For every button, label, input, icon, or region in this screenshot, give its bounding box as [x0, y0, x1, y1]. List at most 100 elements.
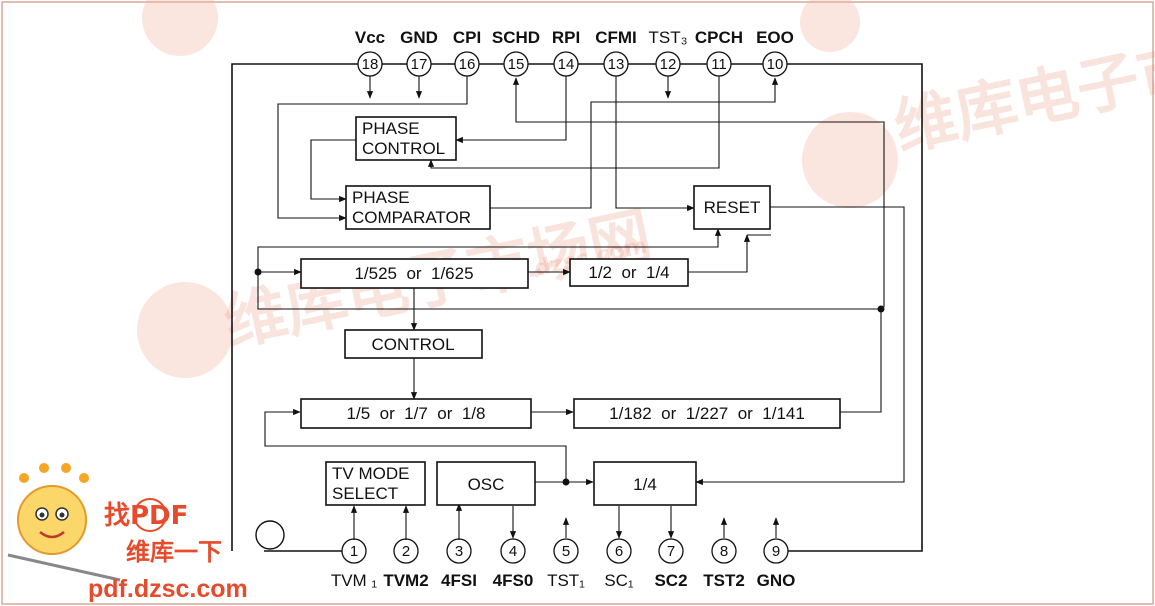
pin-label: TST2 [703, 571, 745, 590]
block-phase-control: PHASE CONTROL [355, 116, 457, 161]
phase-comparator-line1: PHASE [352, 188, 410, 207]
top-pin-11: 11 CPCH [695, 28, 743, 77]
pin-label: SCHD [492, 28, 540, 47]
pin-number: 3 [455, 543, 463, 560]
pin-label: 4FSI [441, 571, 477, 590]
block-tv-mode-select: TV MODE SELECT [325, 461, 426, 506]
pin-number: 13 [608, 56, 625, 73]
pin-number: 9 [772, 543, 780, 560]
div-525-label: 1/525 or 1/625 [354, 264, 473, 283]
tv-mode-line2: SELECT [332, 484, 398, 503]
pin1-index-mark [255, 520, 285, 550]
pin-number: 5 [562, 543, 570, 560]
pin-label: TVM2 [383, 571, 428, 590]
pin-label: TST₁ [547, 571, 585, 590]
pin-label: RPI [552, 28, 580, 47]
logo-line2: 维库一下 [126, 538, 222, 566]
logo-line1: 找PDF [104, 501, 188, 531]
top-pin-14: 14 RPI [552, 28, 580, 77]
pin-number: 18 [362, 56, 379, 73]
pin-circle [762, 51, 788, 77]
pin-label: 4FS0 [493, 571, 534, 590]
connections [254, 76, 905, 540]
top-pin-15: 15 SCHD [492, 28, 540, 77]
block-div-182-227-141: 1/182 or 1/227 or 1/141 [573, 398, 841, 429]
pin-label: GND [400, 28, 438, 47]
bottom-pin-3: 3 4FSI [441, 538, 477, 590]
pin-number: 11 [711, 56, 727, 73]
pin-number: 15 [508, 56, 525, 73]
div-2-4-label: 1/2 or 1/4 [588, 263, 669, 282]
pin-number: 14 [558, 56, 575, 73]
block-div-525-625: 1/525 or 1/625 [300, 258, 529, 289]
top-pin-12: 12 TST₃ [648, 28, 688, 77]
block-reset: RESET [693, 185, 771, 230]
pin-number: 1 [350, 543, 358, 560]
pin-circle [503, 51, 529, 77]
osc-label: OSC [468, 475, 505, 494]
block-control: CONTROL [344, 329, 483, 359]
bottom-pin-4: 4 4FS0 [493, 538, 534, 590]
reset-label: RESET [704, 198, 761, 217]
top-pin-10: 10 EOO [756, 28, 794, 77]
pin-circle [606, 538, 632, 564]
block-osc: OSC [436, 461, 536, 506]
div-5-7-8-label: 1/5 or 1/7 or 1/8 [347, 404, 486, 423]
pin-number: 6 [615, 543, 623, 560]
pin-label: TST₃ [648, 28, 687, 47]
logo-url: pdf.dzsc.com [88, 575, 248, 603]
top-pin-row: 18 Vcc 17 GND 16 CPI 15 SCHD 14 RPI 13 CFMI 12 TST₃ 11… [355, 28, 794, 77]
pin-label: GNO [757, 571, 796, 590]
pin-label: CFMI [595, 28, 637, 47]
pin-circle [500, 538, 526, 564]
pin-circle [711, 538, 737, 564]
pin-circle [763, 538, 789, 564]
pin-label: CPCH [695, 28, 743, 47]
pin-number: 16 [459, 56, 476, 73]
pin-number: 8 [720, 543, 728, 560]
pin-number: 12 [660, 56, 677, 73]
tv-mode-line1: TV MODE [332, 464, 409, 483]
pin-label: Vcc [355, 28, 385, 47]
block-div-5-7-8: 1/5 or 1/7 or 1/8 [300, 398, 532, 429]
pin-number: 7 [667, 543, 675, 560]
pin-number: 10 [767, 56, 784, 73]
div-4-label: 1/4 [633, 475, 657, 494]
top-pin-17: 17 GND [400, 28, 438, 77]
pin-label: SC2 [654, 571, 687, 590]
pin-circle [553, 538, 579, 564]
pin-number: 4 [509, 543, 517, 560]
watermark: 维库电子市场网 维库电子市场网 www.dzsc.com [137, 0, 1155, 378]
top-pin-18: 18 Vcc [355, 28, 385, 77]
div-182-label: 1/182 or 1/227 or 1/141 [609, 404, 805, 423]
pin-label: SC₁ [604, 571, 634, 590]
pin-number: 2 [402, 543, 410, 560]
pin-label: CPI [453, 28, 481, 47]
pdf-logo: 找PDF 维库一下 pdf.dzsc.com [7, 463, 248, 603]
phase-comparator-line2: COMPARATOR [352, 208, 471, 227]
pin-number: 17 [411, 56, 428, 73]
block-div-2-4: 1/2 or 1/4 [569, 258, 689, 287]
block-phase-comparator: PHASE COMPARATOR [345, 185, 491, 230]
control-label: CONTROL [371, 335, 454, 354]
phase-control-line1: PHASE [362, 119, 420, 138]
pin-label: TVM ₁ [331, 571, 378, 590]
block-div-4: 1/4 [593, 461, 697, 506]
pin-label: EOO [756, 28, 794, 47]
watermark-text-cn: 维库电子市场网 [888, 3, 1155, 165]
ic-outline [231, 63, 923, 552]
phase-control-line2: CONTROL [362, 139, 445, 158]
top-pin-13: 13 CFMI [595, 28, 637, 77]
pin-circle [658, 538, 684, 564]
top-pin-16: 16 CPI [453, 28, 481, 77]
